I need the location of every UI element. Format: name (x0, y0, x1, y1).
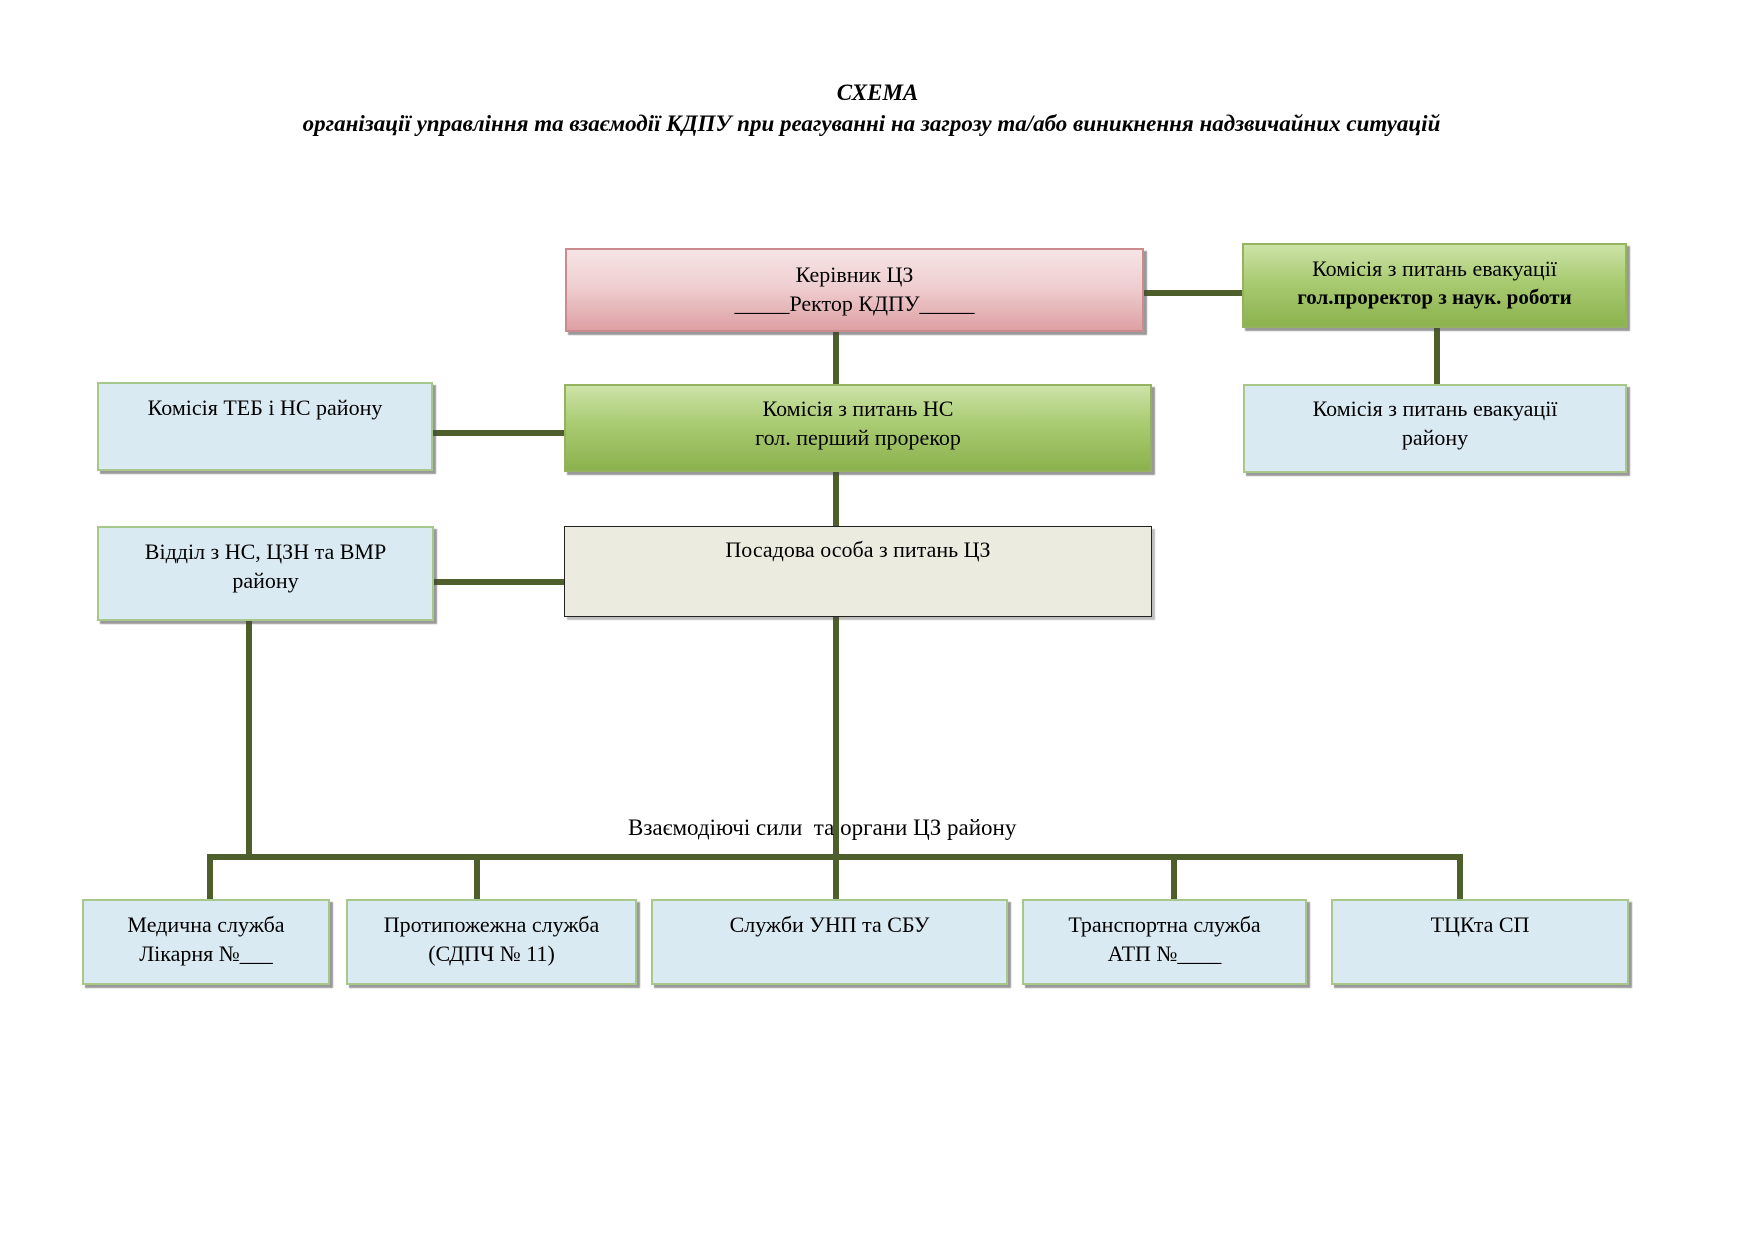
transport-service-box: Транспортна служба АТП №____ (1022, 899, 1307, 985)
medical-service-line1: Медична служба (127, 912, 285, 937)
ns-department-box: Відділ з НС, ЦЗН та ВМР району (97, 526, 434, 621)
diagram-title: СХЕМА (836, 80, 919, 105)
evac-district-line2: району (1401, 425, 1469, 450)
interaction-label: Взаємодіючі сили та органи ЦЗ району (628, 815, 1017, 840)
transport-service-line2: АТП №____ (1107, 941, 1222, 966)
police-service-line1: Служби УНП та СБУ (729, 912, 930, 937)
teb-commission-line1: Комісія ТЕБ і НС району (147, 395, 383, 420)
fire-service-line2: (СДПЧ № 11) (428, 941, 555, 966)
medical-service-line2: Лікарня №___ (139, 941, 273, 966)
diagram-subtitle: організації управління та взаємодії КДПУ… (302, 111, 1441, 136)
fire-service-box: Протипожежна служба (СДПЧ № 11) (346, 899, 637, 985)
head-box-line2: _____Ректор КДПУ_____ (734, 291, 975, 316)
cz-official-box: Посадова особа з питань ЦЗ (564, 526, 1152, 617)
ns-commission-line2: гол. перший прорекор (755, 425, 961, 450)
evac-commission-box: Комісія з питань евакуації гол.проректор… (1242, 243, 1627, 328)
head-box-line1: Керівник ЦЗ (795, 262, 914, 287)
ns-department-line1: Відділ з НС, ЦЗН та ВМР (144, 539, 387, 564)
evac-district-line1: Комісія з питань евакуації (1312, 396, 1558, 421)
cz-official-line1: Посадова особа з питань ЦЗ (725, 537, 991, 562)
police-service-box: Служби УНП та СБУ (651, 899, 1008, 985)
tck-line1: ТЦКта СП (1430, 912, 1530, 937)
evac-commission-line1: Комісія з питань евакуації (1312, 256, 1557, 281)
head-box: Керівник ЦЗ _____Ректор КДПУ_____ (565, 248, 1144, 332)
fire-service-line1: Протипожежна служба (383, 912, 600, 937)
ns-department-line2: району (232, 568, 299, 593)
transport-service-line1: Транспортна служба (1068, 912, 1261, 937)
evac-district-box: Комісія з питань евакуації району (1243, 384, 1627, 473)
tck-box: ТЦКта СП (1331, 899, 1629, 985)
teb-commission-box: Комісія ТЕБ і НС району (97, 382, 433, 471)
medical-service-box: Медична служба Лікарня №___ (82, 899, 330, 985)
ns-commission-box: Комісія з питань НС гол. перший прорекор (564, 384, 1152, 472)
ns-commission-line1: Комісія з питань НС (762, 396, 954, 421)
evac-commission-line2: гол.проректор з наук. роботи (1297, 285, 1572, 309)
